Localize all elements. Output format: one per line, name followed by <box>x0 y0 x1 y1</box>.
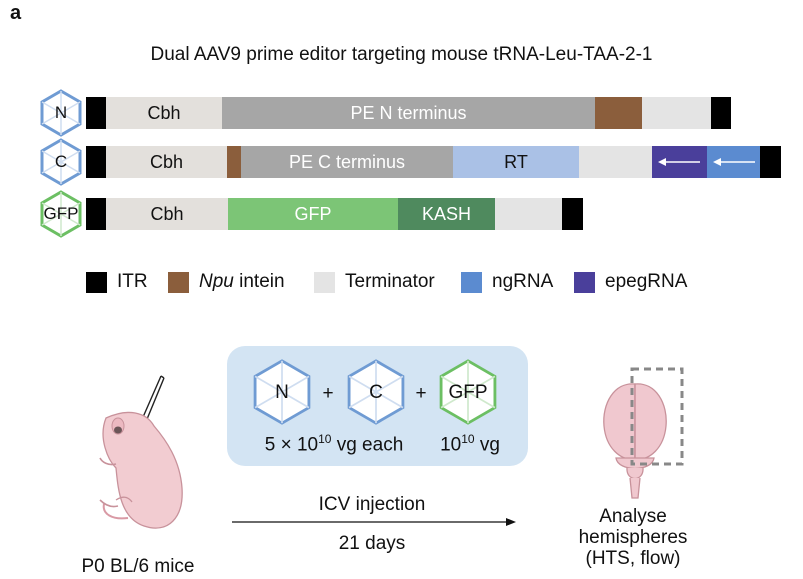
capsid-gfp-label: GFP <box>43 204 79 223</box>
panel-letter: a <box>10 2 22 24</box>
arrow-left-icon <box>658 158 700 166</box>
mix-capsid-n-label: N <box>275 382 289 403</box>
cbh-promoter: Cbh <box>106 97 222 129</box>
capsid-n-icon: N <box>37 89 85 137</box>
ngrna-cassette <box>707 146 760 178</box>
mice-label: P0 BL/6 mice <box>81 556 195 577</box>
npu-intein <box>595 97 642 129</box>
legend-label-terminator: Terminator <box>345 271 435 292</box>
arrow-left-icon <box>713 158 755 166</box>
cbh-promoter: Cbh <box>106 146 227 178</box>
epegrna-cassette <box>652 146 707 178</box>
capsid-c-label: C <box>54 152 68 171</box>
legend-terminator: Terminator <box>314 270 435 294</box>
plus-sign: + <box>322 383 334 404</box>
construct-c: Cbh PE C terminus RT <box>86 146 781 178</box>
legend-swatch-intein <box>168 271 189 293</box>
terminator <box>579 146 652 178</box>
kash-domain: KASH <box>398 198 495 230</box>
analyse-label: Analyse hemispheres (HTS, flow) <box>578 506 688 569</box>
legend-swatch-epegrna <box>574 271 595 293</box>
plus-sign: + <box>415 383 427 404</box>
legend-label-intein: Npu intein <box>199 271 285 292</box>
legend-swatch-ngrna <box>461 271 482 293</box>
itr-left <box>86 198 106 230</box>
brain-icon <box>603 367 684 499</box>
legend-swatch-itr <box>86 271 107 293</box>
capsid-n-label: N <box>54 103 68 122</box>
capsid-gfp-icon: GFP <box>37 190 85 238</box>
mix-capsid-c-icon <box>347 359 405 425</box>
injection-label: ICV injection <box>318 494 426 515</box>
legend-swatch-terminator <box>314 271 335 293</box>
workflow-arrow-icon <box>232 518 516 526</box>
duration-label: 21 days <box>338 533 406 554</box>
mouse-pup-icon <box>99 375 183 529</box>
terminator <box>495 198 562 230</box>
itr-right <box>562 198 583 230</box>
gfp-domain: GFP <box>228 198 398 230</box>
pe-n-terminus: PE N terminus <box>222 97 595 129</box>
legend-label-itr: ITR <box>117 271 148 292</box>
itr-right <box>711 97 731 129</box>
mix-capsid-n-icon <box>253 359 311 425</box>
legend-label-ngrna: ngRNA <box>492 271 554 292</box>
legend-ngrna: ngRNA <box>461 270 553 294</box>
dose-gfp: 1010 vg <box>440 432 500 456</box>
cbh-promoter: Cbh <box>106 198 228 230</box>
construct-gfp: Cbh GFP KASH <box>86 198 583 230</box>
itr-left <box>86 97 106 129</box>
npu-intein <box>227 146 241 178</box>
itr-right <box>760 146 781 178</box>
pe-c-terminus: PE C terminus <box>241 146 453 178</box>
capsid-c-icon: C <box>37 138 85 186</box>
legend-intein: Npu intein <box>168 270 285 294</box>
itr-left <box>86 146 106 178</box>
legend-label-epegrna: epegRNA <box>605 271 688 292</box>
construct-n: Cbh PE N terminus <box>86 97 731 129</box>
dose-each: 5 × 1010 vg each <box>264 432 404 456</box>
figure-title: Dual AAV9 prime editor targeting mouse t… <box>150 44 653 65</box>
legend-epegrna: epegRNA <box>574 270 687 294</box>
mix-capsid-gfp-label: GFP <box>448 382 488 403</box>
terminator <box>642 97 711 129</box>
mix-capsid-gfp-icon <box>439 359 497 425</box>
rt-domain: RT <box>453 146 579 178</box>
mix-capsid-c-label: C <box>369 382 383 403</box>
legend-itr: ITR <box>86 270 148 294</box>
